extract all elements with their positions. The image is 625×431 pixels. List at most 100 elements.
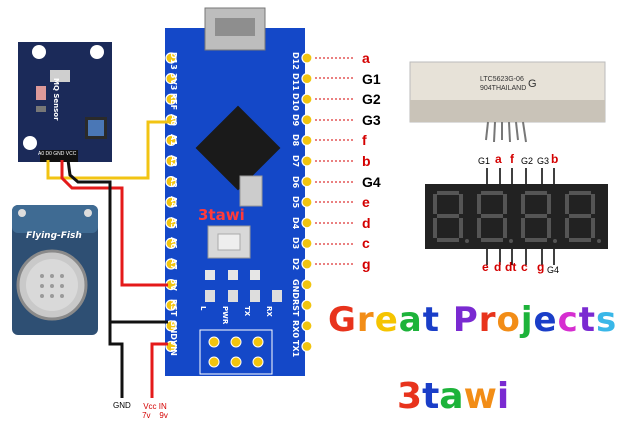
wire-a0-yellow (46, 120, 168, 180)
pin-function-label: e (362, 194, 370, 211)
title-letter: r (356, 300, 375, 340)
display-top-label: G3 (537, 156, 550, 166)
pin-hole (165, 114, 177, 126)
segment (433, 194, 437, 214)
pin-function-label: G1 (362, 70, 381, 87)
segment (437, 238, 459, 242)
segment (565, 218, 569, 238)
left-pin-label: RST (169, 299, 178, 317)
left-pin-label: A6 (169, 237, 178, 250)
pin-hole (301, 340, 313, 352)
segment (525, 191, 547, 195)
pin-hole (165, 340, 177, 352)
title-letter (440, 300, 453, 340)
wire-vin-red (150, 342, 168, 398)
display-bottom-label: d (494, 260, 502, 274)
segment (547, 218, 551, 238)
right-pin-label: D8 (291, 134, 300, 147)
pin-hole (301, 114, 313, 126)
segment (591, 194, 595, 214)
title-letter: a (398, 300, 423, 340)
pin-function-label: G4 (362, 173, 381, 190)
left-pin-label: D13 (169, 52, 178, 70)
segment (459, 194, 463, 214)
led-label: RX (265, 306, 273, 317)
title-letter: t (578, 300, 597, 340)
left-pin-headers (165, 52, 177, 352)
segment (569, 238, 591, 242)
title-letter: e (533, 300, 558, 340)
segment (569, 214, 591, 218)
pin-hole (165, 299, 177, 311)
display-bottom-label: e (482, 260, 489, 274)
right-pin-label: RST (291, 299, 300, 317)
pin-hole (301, 299, 313, 311)
pin-hole (165, 258, 177, 270)
pin-hole (301, 279, 313, 291)
pin-hole (301, 176, 313, 188)
brand-letter: a (439, 376, 464, 417)
display-top-label: G1 (478, 156, 491, 166)
segment (459, 218, 463, 238)
right-pin-label: D9 (291, 113, 300, 127)
right-pin-label: GND (291, 278, 300, 299)
pin-hole (165, 93, 177, 105)
pin-hole (301, 237, 313, 249)
right-pin-label: D11 (291, 72, 300, 91)
right-pin-label: D6 (291, 175, 300, 188)
title-letter: j (520, 300, 534, 340)
pin-hole (301, 72, 313, 85)
segment (433, 218, 437, 238)
pin-function-label: G2 (362, 91, 381, 108)
pin-hole (165, 72, 177, 85)
brand-letter: w (463, 376, 497, 417)
sensor-module-text: MQ Sensor (52, 78, 60, 121)
pin-hole (165, 237, 177, 249)
pin-function-label: d (362, 214, 371, 231)
segment (525, 238, 547, 242)
decimal-point (597, 239, 601, 243)
segment (477, 218, 481, 238)
title-letter: G (328, 300, 357, 340)
display-bottom-label: dt (505, 260, 517, 274)
vcc-label-line1: Vcc IN (143, 402, 167, 411)
brand-letter: t (422, 376, 440, 417)
brand-title: 3tawi (397, 376, 509, 417)
decimal-point (509, 239, 513, 243)
icsp-header (208, 336, 264, 368)
left-pin-label: A4 (169, 196, 178, 208)
left-pin-label: REF (169, 93, 178, 111)
pin-function-label: a (362, 50, 370, 66)
pin-hole (301, 134, 313, 146)
right-pin-label: D5 (291, 196, 300, 209)
segment (525, 214, 547, 218)
right-pin-label: D12 (291, 52, 300, 70)
right-pin-headers (301, 52, 313, 352)
pin-hole (301, 320, 313, 332)
great-projects-title: Great Projects (328, 300, 617, 340)
pin-hole (301, 93, 313, 105)
brand-letter: i (496, 376, 510, 417)
led-label: L (199, 306, 207, 311)
mq-gas-sensor (12, 205, 98, 335)
pin-hole (301, 217, 313, 229)
pin-hole (165, 52, 177, 64)
segment (481, 238, 503, 242)
display-bottom-label: g (537, 260, 545, 274)
left-pin-label: 5V (169, 278, 178, 291)
left-pin-label: A1 (169, 134, 178, 147)
wire-gnd-down (108, 322, 124, 398)
display-bottom-label: G4 (547, 265, 560, 275)
decimal-point (465, 239, 469, 243)
led-label: TX (243, 306, 251, 317)
pin-function-label: g (362, 256, 371, 272)
segment (481, 191, 503, 195)
segment (569, 191, 591, 195)
pin-hole (301, 155, 313, 167)
left-pin-label: A5 (169, 216, 178, 229)
pin-hole (301, 258, 313, 270)
pin-hole (165, 196, 177, 208)
display-part-line2: 904THAILAND (480, 85, 527, 92)
segment (503, 194, 507, 214)
